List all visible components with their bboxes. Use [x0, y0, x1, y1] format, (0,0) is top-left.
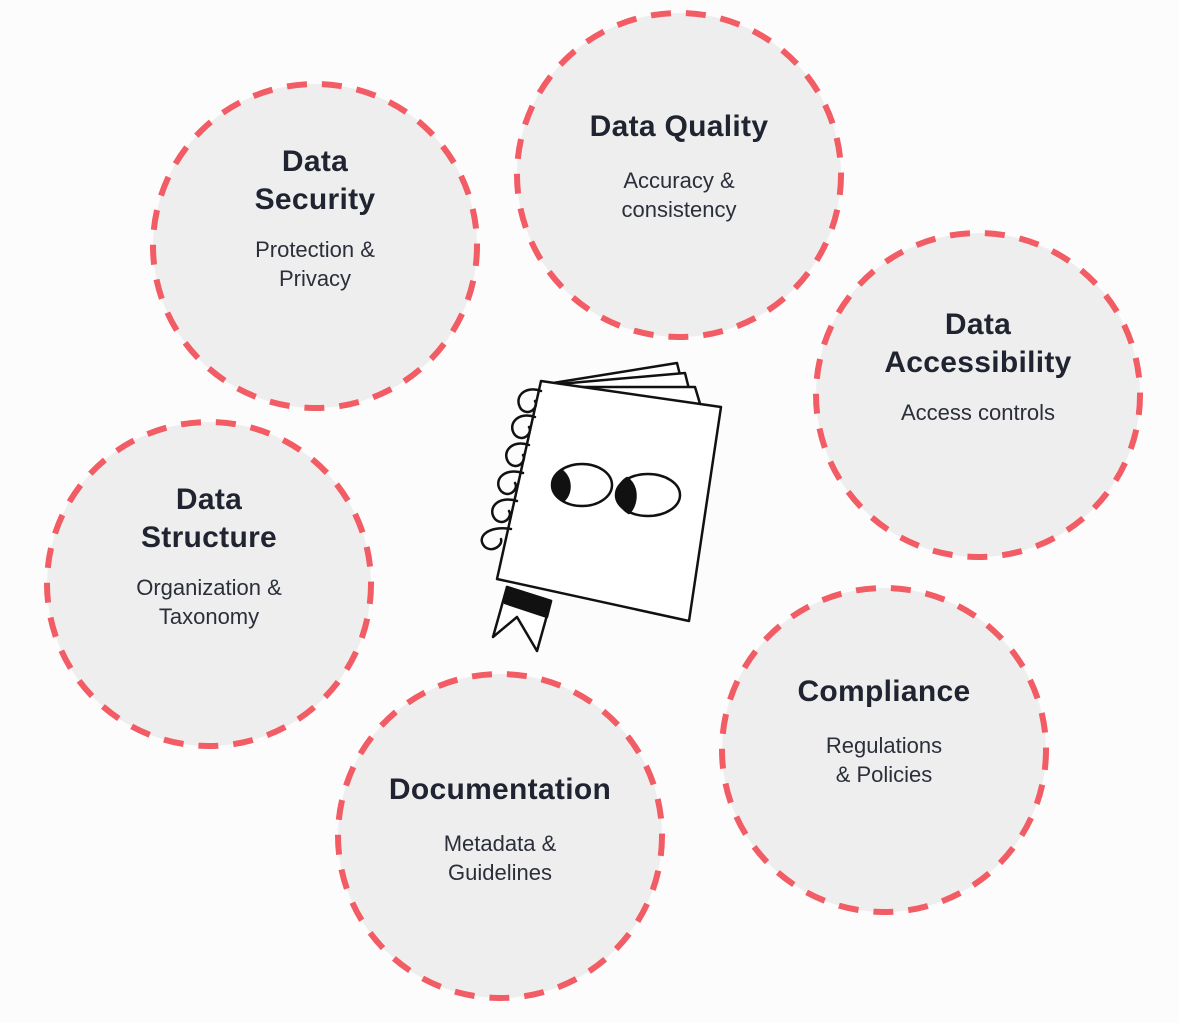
node-subtitle-line: Accuracy &	[623, 168, 735, 193]
node-subtitle-line: Guidelines	[448, 860, 552, 885]
node-subtitle-line: Organization &	[136, 575, 282, 600]
node-subtitle-line: & Policies	[835, 762, 933, 787]
node-subtitle-line: Metadata &	[443, 831, 557, 856]
node-title-line: Structure	[140, 521, 278, 554]
node-title: Data Accessibility	[828, 306, 1128, 382]
node-subtitle: Metadata & Guidelines	[350, 829, 650, 887]
node-title-line: Security	[254, 183, 376, 216]
data-quality-circle	[514, 10, 844, 340]
node-subtitle-line: Privacy	[278, 266, 352, 291]
node-title: Data Security	[185, 143, 445, 219]
node-subtitle: Protection & Privacy	[185, 235, 445, 293]
node-data-accessibility: Data Accessibility Access controls	[828, 306, 1128, 427]
data-accessibility-circle	[813, 230, 1143, 560]
node-data-quality: Data Quality Accuracy & consistency	[549, 108, 809, 224]
node-subtitle-line: Access controls	[900, 400, 1056, 425]
node-title-line: Compliance	[797, 675, 971, 708]
data-security-circle	[150, 81, 480, 411]
node-subtitle-line: Regulations	[825, 733, 943, 758]
notebook-with-eyes-icon	[480, 361, 723, 653]
node-title: Data Structure	[79, 481, 339, 557]
node-title-line: Accessibility	[884, 346, 1072, 379]
node-title-line: Data Quality	[589, 110, 769, 143]
node-title-line: Data	[175, 483, 243, 516]
node-subtitle-line: consistency	[621, 197, 737, 222]
node-subtitle: Regulations & Policies	[754, 731, 1014, 789]
node-compliance: Compliance Regulations & Policies	[754, 673, 1014, 789]
node-documentation: Documentation Metadata & Guidelines	[350, 771, 650, 887]
documentation-circle	[335, 671, 665, 1001]
node-subtitle: Accuracy & consistency	[549, 166, 809, 224]
node-data-security: Data Security Protection & Privacy	[185, 143, 445, 293]
node-subtitle-line: Taxonomy	[158, 604, 260, 629]
compliance-circle	[719, 585, 1049, 915]
node-title: Data Quality	[549, 108, 809, 146]
node-title-line: Data	[281, 145, 349, 178]
node-title: Compliance	[754, 673, 1014, 711]
data-structure-circle	[44, 419, 374, 749]
node-subtitle: Access controls	[828, 398, 1128, 427]
node-data-structure: Data Structure Organization & Taxonomy	[79, 481, 339, 631]
node-title-line: Data	[944, 308, 1012, 341]
node-title: Documentation	[350, 771, 650, 809]
node-subtitle-line: Protection &	[255, 237, 375, 262]
node-subtitle: Organization & Taxonomy	[79, 573, 339, 631]
node-title-line: Documentation	[388, 773, 612, 806]
